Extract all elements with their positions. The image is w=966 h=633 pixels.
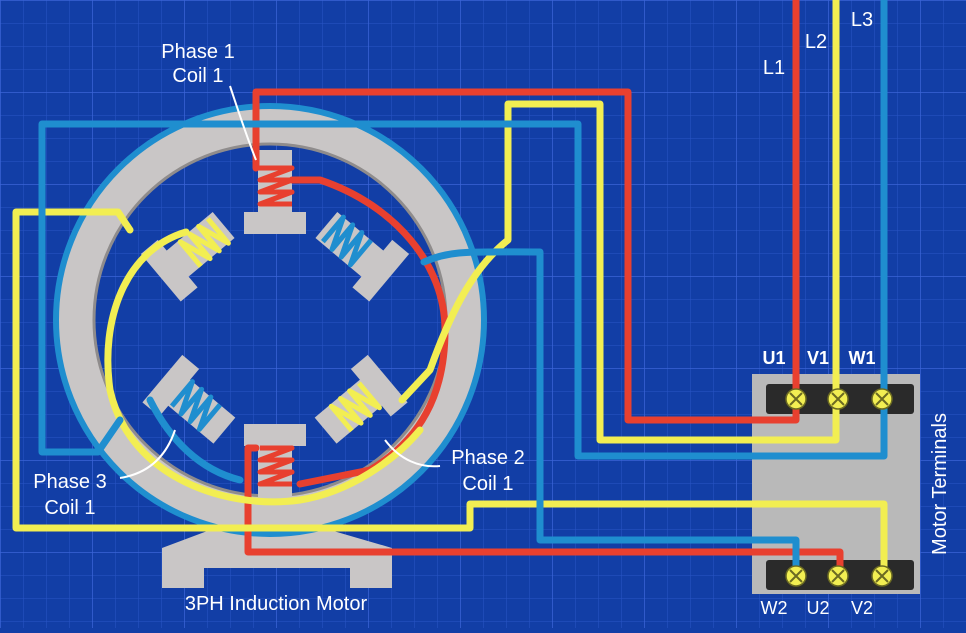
terminal-label-u2: U2 <box>806 598 829 618</box>
terminal-label-v2: V2 <box>851 598 873 618</box>
terminals-title: Motor Terminals <box>929 413 951 555</box>
terminal-label-v1: V1 <box>807 348 829 368</box>
leader-phase2 <box>384 439 441 468</box>
line-label-l3: L3 <box>851 9 873 31</box>
phase3-coil-lower-left <box>169 379 222 432</box>
phase1-label-line2: Coil 1 <box>172 65 223 87</box>
phase3-coil-upper-left <box>177 217 231 268</box>
wire-w1-to-coil <box>38 120 888 460</box>
phase2-label-line1: Phase 2 <box>451 447 524 469</box>
wire-phase3-arc-blue <box>146 396 244 484</box>
wire-coil1-to-u2 <box>244 444 844 579</box>
motor-base <box>162 530 392 588</box>
line-label-l1: L1 <box>763 57 785 79</box>
phase2-coil-upper-right <box>320 214 373 268</box>
phase1-label-line1: Phase 1 <box>161 41 234 63</box>
phase2-coil-lower-right <box>328 381 382 433</box>
terminal-label-w1: W1 <box>849 348 876 368</box>
wire-phase3-arc <box>104 228 424 506</box>
terminal-label-u1: U1 <box>762 348 785 368</box>
phase3-label-line2: Coil 1 <box>44 497 95 519</box>
phase1-coil-bottom <box>257 445 295 487</box>
leader-phase1 <box>229 85 257 161</box>
wire-phase3-loop <box>12 208 888 579</box>
leader-phase3 <box>119 429 176 479</box>
terminal-label-w2: W2 <box>761 598 788 618</box>
wire-v1-to-coil <box>398 100 840 444</box>
line-label-l2: L2 <box>805 31 827 53</box>
phase3-label-line1: Phase 3 <box>33 471 106 493</box>
motor-title: 3PH Induction Motor <box>185 593 368 615</box>
phase1-coil-top <box>257 165 295 207</box>
wire-u1-to-coil <box>252 88 800 424</box>
phase2-label-line2: Coil 1 <box>462 473 513 495</box>
wire-phase2-link <box>420 248 800 579</box>
